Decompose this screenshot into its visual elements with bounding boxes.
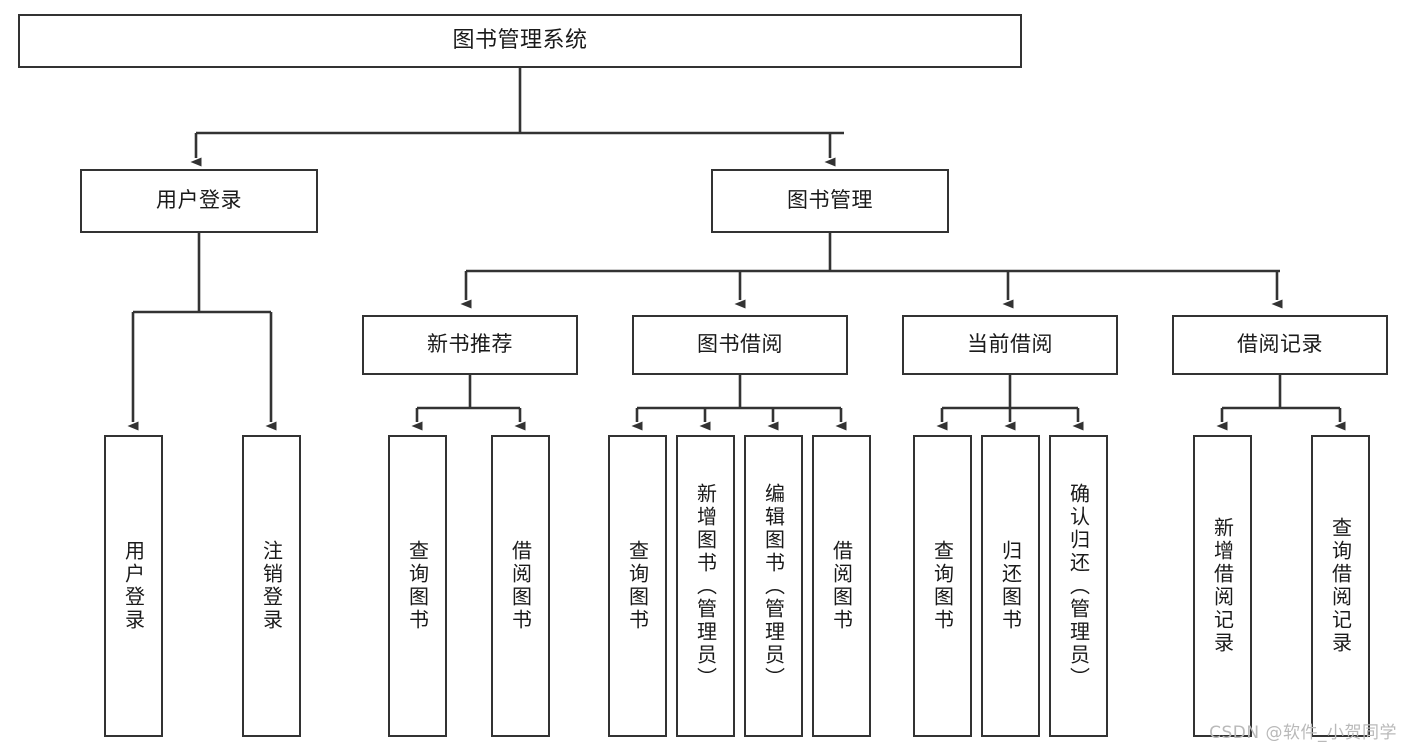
node-user-login-label: 用户登录 xyxy=(156,188,242,213)
leaf-current-borrow-query-book-label: 查询图书 xyxy=(930,540,955,632)
leaf-borrow-record-add-record-label: 新增借阅记录 xyxy=(1210,517,1235,655)
leaf-user-login-logout[interactable]: 注销登录 xyxy=(242,435,301,737)
node-borrow-record[interactable]: 借阅记录 xyxy=(1172,315,1388,375)
node-current-borrow[interactable]: 当前借阅 xyxy=(902,315,1118,375)
leaf-borrow-record-query-record-label: 查询借阅记录 xyxy=(1328,517,1353,655)
leaf-book-borrow-query-book-label: 查询图书 xyxy=(625,540,650,632)
leaf-borrow-record-query-record[interactable]: 查询借阅记录 xyxy=(1311,435,1370,737)
leaf-borrow-record-add-record[interactable]: 新增借阅记录 xyxy=(1193,435,1252,737)
leaf-new-book-borrow-book-label: 借阅图书 xyxy=(508,540,533,632)
leaf-book-borrow-add-book-admin[interactable]: 新增图书（管理员） xyxy=(676,435,735,737)
leaf-book-borrow-borrow-book[interactable]: 借阅图书 xyxy=(812,435,871,737)
leaf-current-borrow-query-book[interactable]: 查询图书 xyxy=(913,435,972,737)
leaf-user-login-login[interactable]: 用户登录 xyxy=(104,435,163,737)
node-new-book-recommendation[interactable]: 新书推荐 xyxy=(362,315,578,375)
leaf-book-borrow-query-book[interactable]: 查询图书 xyxy=(608,435,667,737)
leaf-book-borrow-borrow-book-label: 借阅图书 xyxy=(829,540,854,632)
node-current-borrow-label: 当前借阅 xyxy=(967,332,1053,357)
node-book-borrow[interactable]: 图书借阅 xyxy=(632,315,848,375)
node-book-borrow-label: 图书借阅 xyxy=(697,332,783,357)
leaf-book-borrow-edit-book-admin-label: 编辑图书（管理员） xyxy=(761,482,786,690)
leaf-current-borrow-confirm-return-admin-label: 确认归还（管理员） xyxy=(1066,482,1091,690)
node-book-management-label: 图书管理 xyxy=(787,188,873,213)
node-root-label: 图书管理系统 xyxy=(452,27,588,53)
leaf-book-borrow-edit-book-admin[interactable]: 编辑图书（管理员） xyxy=(744,435,803,737)
leaf-new-book-query-book[interactable]: 查询图书 xyxy=(388,435,447,737)
leaf-user-login-logout-label: 注销登录 xyxy=(259,540,284,632)
leaf-current-borrow-return-book-label: 归还图书 xyxy=(998,540,1023,632)
node-borrow-record-label: 借阅记录 xyxy=(1237,332,1323,357)
leaf-new-book-borrow-book[interactable]: 借阅图书 xyxy=(491,435,550,737)
leaf-book-borrow-add-book-admin-label: 新增图书（管理员） xyxy=(693,482,718,690)
leaf-current-borrow-return-book[interactable]: 归还图书 xyxy=(981,435,1040,737)
node-book-management[interactable]: 图书管理 xyxy=(711,169,949,233)
node-root-book-management-system[interactable]: 图书管理系统 xyxy=(18,14,1022,68)
node-user-login[interactable]: 用户登录 xyxy=(80,169,318,233)
leaf-user-login-login-label: 用户登录 xyxy=(121,540,146,632)
node-new-book-recommendation-label: 新书推荐 xyxy=(427,332,513,357)
leaf-new-book-query-book-label: 查询图书 xyxy=(405,540,430,632)
leaf-current-borrow-confirm-return-admin[interactable]: 确认归还（管理员） xyxy=(1049,435,1108,737)
